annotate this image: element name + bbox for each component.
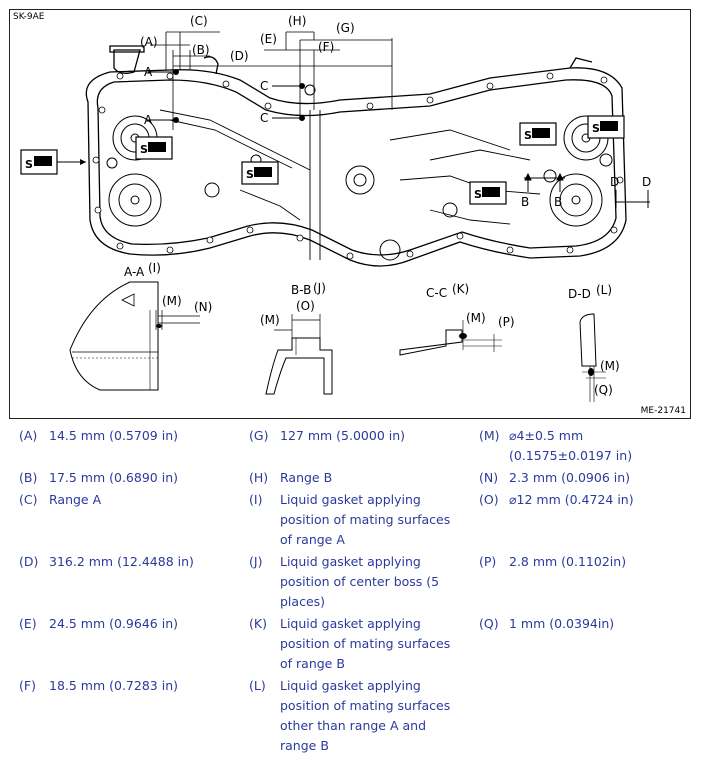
- liquid-gasket-icon-e: S: [587, 115, 625, 139]
- section-dd-title: D-D: [568, 287, 591, 301]
- section-b-b: B-B (J) (O) (M): [260, 281, 333, 395]
- svg-text:S: S: [524, 129, 532, 142]
- callout-m-dd: (M): [600, 359, 620, 373]
- section-aa-title: A-A: [124, 265, 145, 279]
- section-bb-title: B-B: [291, 283, 311, 297]
- liquid-gasket-icon-left: S: [20, 149, 86, 175]
- callout-f: (F): [318, 40, 334, 54]
- point-c-bottom: C: [260, 111, 268, 125]
- engine-front-cover-diagram: SK-9AE ME-21741: [9, 9, 691, 419]
- callout-m-cc: (M): [466, 311, 486, 325]
- svg-text:S: S: [246, 168, 254, 181]
- liquid-gasket-icon-b: S: [241, 161, 279, 185]
- callout-i: (I): [148, 261, 161, 275]
- callout-o: (O): [296, 299, 315, 313]
- callout-d: (D): [230, 49, 249, 63]
- callout-a: (A): [140, 35, 158, 49]
- dimension-lines: [150, 31, 393, 130]
- figure-code-top: SK-9AE: [13, 12, 45, 22]
- cover-outline: [85, 45, 627, 267]
- callout-m-aa: (M): [162, 294, 182, 308]
- figure-code-bottom: ME-21741: [640, 406, 686, 416]
- callout-c: (C): [190, 14, 208, 28]
- callout-m-bb: (M): [260, 313, 280, 327]
- point-b-right: B: [554, 195, 562, 209]
- svg-text:S: S: [592, 122, 600, 135]
- callout-p: (P): [498, 315, 515, 329]
- section-cc-title: C-C: [426, 286, 447, 300]
- svg-text:S: S: [140, 143, 148, 156]
- section-marks: [148, 69, 650, 208]
- point-b-left: B: [521, 195, 529, 209]
- liquid-gasket-icon-c: S: [469, 181, 507, 205]
- callout-g: (G): [336, 21, 355, 35]
- point-d-right: D: [642, 175, 651, 189]
- callout-b: (B): [192, 43, 210, 57]
- point-a-bottom: A: [144, 113, 153, 127]
- callout-n: (N): [194, 300, 212, 314]
- callout-q: (Q): [594, 383, 613, 397]
- callout-l: (L): [596, 283, 612, 297]
- svg-text:S: S: [474, 188, 482, 201]
- diagram-drawing: S S S S S S: [20, 14, 651, 402]
- liquid-gasket-icon-a: S: [135, 136, 173, 160]
- svg-text:S: S: [25, 158, 33, 171]
- bolt-holes: [92, 72, 624, 260]
- section-c-c: C-C (K) (M) (P): [399, 282, 515, 356]
- point-c-top: C: [260, 79, 268, 93]
- section-a-a: A-A (I) (M) (N): [69, 261, 212, 391]
- point-d-left: D: [610, 175, 619, 189]
- liquid-gasket-icon-d: S: [519, 122, 557, 146]
- callout-h: (H): [288, 14, 306, 28]
- callout-k: (K): [452, 282, 469, 296]
- callout-j: (J): [313, 281, 326, 295]
- section-d-d: D-D (L) (M) (Q): [568, 283, 620, 402]
- point-a-top: A: [144, 65, 153, 79]
- callout-e: (E): [260, 32, 277, 46]
